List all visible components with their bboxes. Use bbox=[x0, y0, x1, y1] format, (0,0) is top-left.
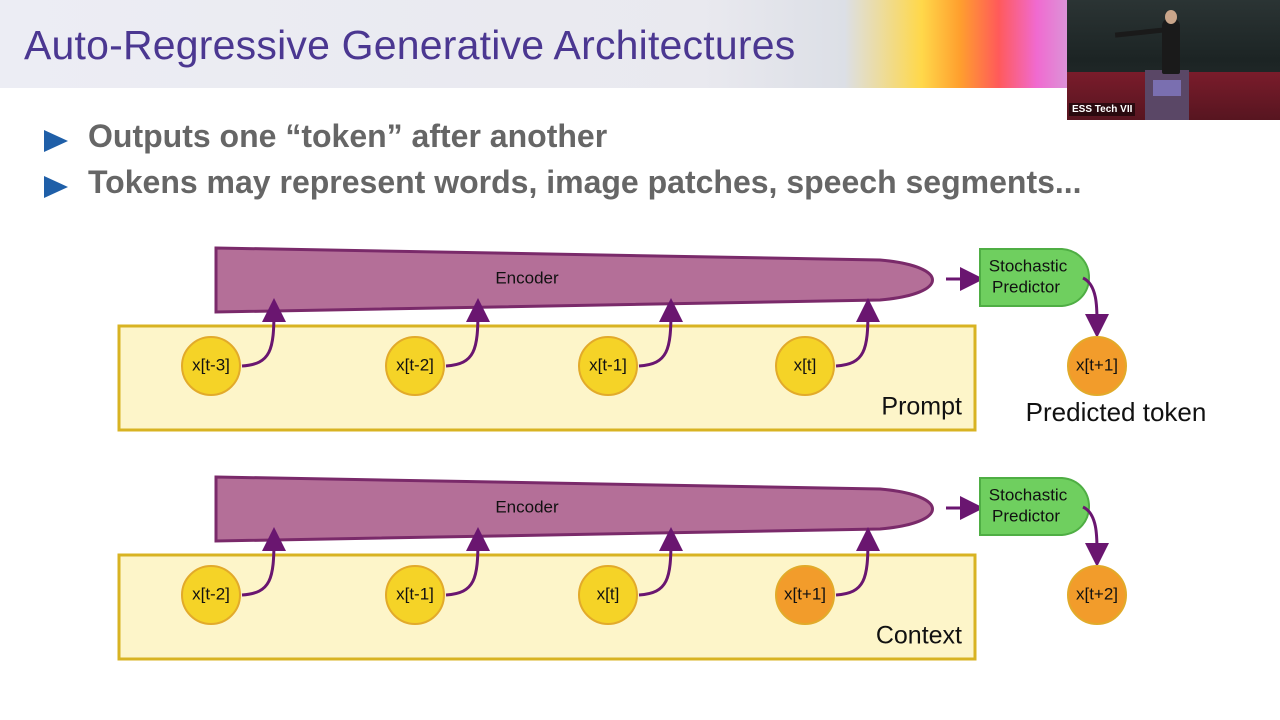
bottom-predictor-to-output-arrow bbox=[1082, 505, 1110, 567]
top-token-label: x[t] bbox=[794, 355, 817, 374]
slide-title: Auto-Regressive Generative Architectures bbox=[24, 22, 796, 68]
bottom-box-label: Context bbox=[876, 622, 962, 650]
bottom-token-label: x[t-2] bbox=[192, 584, 230, 603]
slide-header bbox=[0, 0, 1280, 88]
bottom-output-token-label: x[t+2] bbox=[1076, 584, 1118, 603]
bottom-box bbox=[117, 553, 977, 661]
bullet-text: Tokens may represent words, image patche… bbox=[88, 164, 1082, 200]
top-predictor-to-output-arrow bbox=[1082, 276, 1110, 338]
top-token bbox=[385, 336, 445, 396]
bottom-token-label: x[t] bbox=[597, 584, 620, 603]
bottom-predictor-label-line1: Stochastic bbox=[989, 485, 1068, 504]
top-token bbox=[578, 336, 638, 396]
top-token-arrow bbox=[445, 298, 490, 368]
top-token bbox=[181, 336, 241, 396]
top-encoder-label: Encoder bbox=[495, 268, 559, 287]
bottom-token bbox=[775, 565, 835, 625]
bottom-token bbox=[181, 565, 241, 625]
top-predictor-label-line1: Stochastic bbox=[989, 256, 1068, 275]
top-token bbox=[775, 336, 835, 396]
speaker-video-feed: ESS Tech VII bbox=[1067, 0, 1280, 120]
top-token-label: x[t-2] bbox=[396, 355, 434, 374]
top-encoder bbox=[214, 246, 934, 314]
top-box bbox=[117, 324, 977, 432]
top-output-token-label: x[t+1] bbox=[1076, 355, 1118, 374]
bottom-token bbox=[385, 565, 445, 625]
top-box-label: Prompt bbox=[881, 393, 962, 421]
speaker bbox=[1162, 18, 1180, 74]
bullet-arrow-icon bbox=[44, 176, 68, 198]
top-token-arrow bbox=[241, 298, 286, 368]
bottom-encoder-label: Encoder bbox=[495, 497, 559, 516]
bullet-arrow-icon bbox=[44, 130, 68, 152]
top-token-arrow bbox=[835, 298, 880, 368]
bottom-output-token bbox=[1067, 565, 1127, 625]
bottom-predictor-label-line2: Predictor bbox=[992, 506, 1060, 525]
bottom-token-arrow bbox=[445, 527, 490, 597]
bullet-text: Outputs one “token” after another bbox=[88, 118, 608, 154]
top-output-caption: Predicted token bbox=[1026, 397, 1207, 427]
top-token-label: x[t-1] bbox=[589, 355, 627, 374]
top-token-label: x[t-3] bbox=[192, 355, 230, 374]
bottom-token-label: x[t+1] bbox=[784, 584, 826, 603]
speaker-head bbox=[1165, 10, 1177, 24]
camera-label: ESS Tech VII bbox=[1069, 103, 1136, 116]
bottom-encoder bbox=[214, 475, 934, 543]
top-output-token bbox=[1067, 336, 1127, 396]
podium-screen bbox=[1153, 80, 1181, 96]
bottom-token-arrow bbox=[241, 527, 286, 597]
bottom-token-arrow bbox=[835, 527, 880, 597]
bottom-token-label: x[t-1] bbox=[396, 584, 434, 603]
bottom-token bbox=[578, 565, 638, 625]
top-token-arrow bbox=[638, 298, 683, 368]
bottom-token-arrow bbox=[638, 527, 683, 597]
top-predictor-label-line2: Predictor bbox=[992, 277, 1060, 296]
